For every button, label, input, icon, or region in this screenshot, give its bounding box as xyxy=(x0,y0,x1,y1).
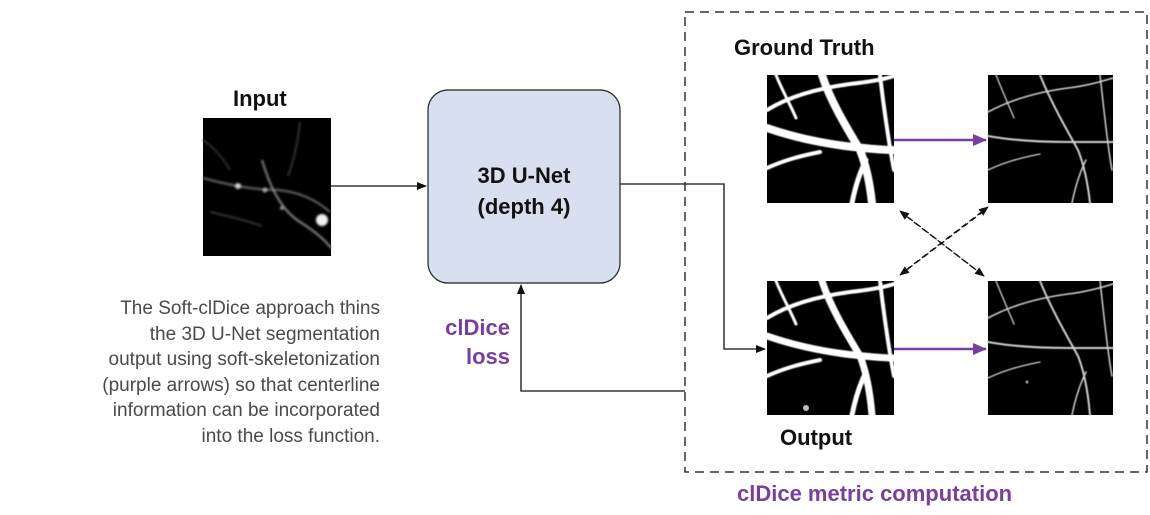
input-image xyxy=(202,118,332,256)
network-to-output-arrow xyxy=(620,183,766,353)
cross-comparison-arrows xyxy=(899,206,989,277)
network-label: 3D U-Net (depth 4) xyxy=(428,160,620,222)
loss-label-line1: clDice xyxy=(445,315,510,340)
input-label: Input xyxy=(233,86,287,111)
loss-label: clDice loss xyxy=(414,313,510,371)
loss-label-line2: loss xyxy=(465,344,510,369)
output-skeleton-image xyxy=(987,280,1114,416)
output-label: Output xyxy=(780,425,853,450)
loss-feedback-arrow xyxy=(517,284,685,392)
description-line: information can be incorporated xyxy=(112,400,380,421)
description-line: (purple arrows) so that centerline xyxy=(102,374,380,396)
description-line: into the loss function. xyxy=(201,425,381,447)
ground-truth-image xyxy=(763,71,898,207)
description-text: The Soft-clDice approach thins the 3D U-… xyxy=(0,296,380,449)
metric-computation-box xyxy=(684,11,1148,473)
ground-truth-skeleton-image xyxy=(987,74,1114,204)
output-image xyxy=(763,277,898,419)
ground-truth-label: Ground Truth xyxy=(734,35,875,60)
network-label-line2: (depth 4) xyxy=(477,194,571,219)
metric-caption: clDice metric computation xyxy=(737,481,1013,506)
unet-box xyxy=(427,89,621,284)
network-label-line1: 3D U-Net xyxy=(477,163,571,188)
description-line: output using soft-skeletonization xyxy=(108,349,380,370)
description-line: The Soft-clDice approach thins xyxy=(120,298,380,319)
description-line: the 3D U-Net segmentation xyxy=(149,323,380,345)
